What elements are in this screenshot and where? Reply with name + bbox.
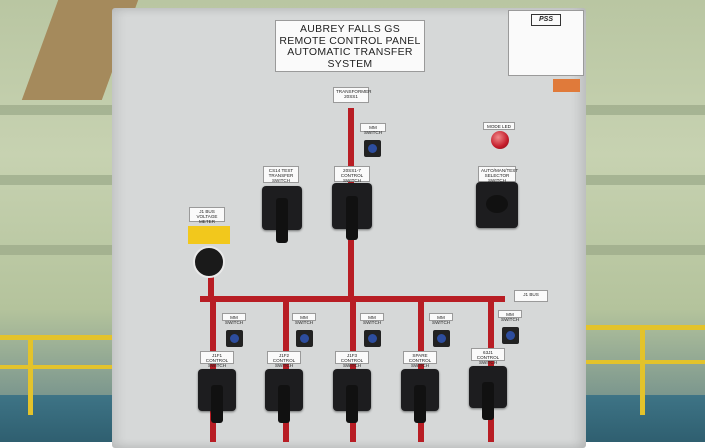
transformer-label: TRANSFORMER 20SS1 <box>333 87 371 103</box>
control-switch-2-handle[interactable] <box>278 385 290 423</box>
j1-bus-label: J1 BUS <box>514 290 548 302</box>
title-line-3: AUTOMATIC TRANSFER SYSTEM <box>287 46 413 70</box>
left-railing-top <box>0 335 128 340</box>
mm-switch-2-label: MM SWITCH <box>292 313 316 325</box>
mm-switch-2[interactable] <box>296 330 313 347</box>
test-transfer-label: CS14 TEST TRANSFER SWITCH <box>263 166 299 183</box>
title-line-1: AUBREY FALLS GS <box>299 23 400 35</box>
mm-switch-4[interactable] <box>433 330 450 347</box>
mm-switch-3-label: MM SWITCH <box>360 313 384 325</box>
bus-voltage-meter-label: J1 BUS VOLTAGE METER <box>189 207 225 224</box>
bus-voltage-meter <box>188 226 230 278</box>
mm-switch-4-label: MM SWITCH <box>429 313 453 325</box>
control-switch-3-label: J1F3 CONTROL SWITCH <box>335 351 369 368</box>
control-switch-top-handle[interactable] <box>346 196 358 240</box>
warning-tag <box>553 79 580 92</box>
test-transfer-handle[interactable] <box>276 198 288 243</box>
mode-led <box>491 131 509 149</box>
auto-manual-handle[interactable] <box>486 195 508 213</box>
mm-switch-5-label: MM SWITCH <box>498 310 522 322</box>
mm-switch-1-label: MM SWITCH <box>222 313 246 325</box>
title-line-2: REMOTE CONTROL PANEL <box>279 34 421 47</box>
mm-switch-top[interactable] <box>364 140 381 157</box>
pss-logo: PSS <box>531 14 561 26</box>
control-switch-4-handle[interactable] <box>414 385 426 423</box>
mm-switch-1[interactable] <box>226 330 243 347</box>
left-railing-mid <box>0 365 128 369</box>
right-railing-post <box>640 325 645 415</box>
auto-manual-label: AUTO/MAN/TEST SELECTOR SWITCH <box>478 166 518 183</box>
title-plate: AUBREY FALLS GS REMOTE CONTROL PANEL AUT… <box>275 20 425 72</box>
right-railing-top <box>585 325 705 330</box>
meter-dial <box>193 246 225 278</box>
control-switch-1-handle[interactable] <box>211 385 223 423</box>
control-switch-1-label: J1F1 CONTROL SWITCH <box>200 351 234 368</box>
control-switch-3-handle[interactable] <box>346 385 358 423</box>
mode-led-label: MODE LED <box>483 122 515 130</box>
right-railing-mid <box>585 360 705 364</box>
mm-switch-3[interactable] <box>364 330 381 347</box>
control-switch-4-label: SPARE CONTROL SWITCH <box>403 351 437 368</box>
control-switch-top-label: 20SS1-7 CONTROL SWITCH <box>334 166 370 183</box>
mm-switch-5[interactable] <box>502 327 519 344</box>
control-switch-5-label: 63J1 CONTROL SWITCH <box>471 348 505 365</box>
manufacturer-plate: PSS <box>508 10 584 76</box>
left-railing-post <box>28 335 33 415</box>
mm-switch-top-label: MM SWITCH <box>360 123 386 135</box>
control-switch-2-label: J1F2 CONTROL SWITCH <box>267 351 301 368</box>
bus-meter-link <box>208 276 214 302</box>
control-switch-5-handle[interactable] <box>482 382 494 420</box>
warning-sign <box>188 226 230 244</box>
